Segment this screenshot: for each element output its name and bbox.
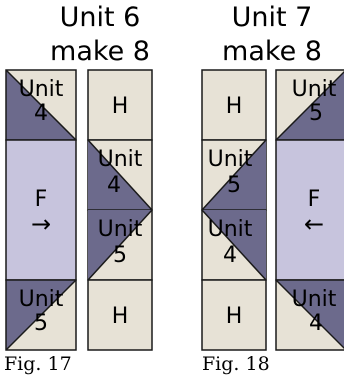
fig18-unit5-flying-geese: Unit 5 [201, 139, 267, 211]
fig17-h-top-letter: H [112, 94, 129, 119]
fig17-h-top-square: H [87, 69, 153, 141]
fig17-unit5-flying-geese: Unit 5 [87, 209, 153, 281]
fig18-lu-unit4-word: Unit [208, 217, 253, 242]
fig18-f-letter: F [308, 187, 321, 212]
fig17-ru-unit4-word: Unit [98, 147, 143, 172]
fig17-title-line2: make 8 [50, 36, 150, 67]
fig18-title-line1: Unit 7 [231, 2, 313, 33]
fig17-ru-unit5-word: Unit [98, 217, 143, 242]
fig18-unit4-word: Unit [292, 287, 337, 312]
fig18-f-rectangle: F ← [275, 139, 344, 281]
fig18-h-bottom-square: H [201, 279, 267, 351]
fig17-unit4-word: Unit [19, 77, 64, 102]
fig17-ru-unit4-number: 4 [107, 173, 121, 198]
fig18-h-top-square: H [201, 69, 267, 141]
fig17-unit5-number: 5 [34, 311, 48, 336]
fig17-unit4-number: 4 [34, 101, 48, 126]
fig17-f-letter: F [35, 187, 48, 212]
fig17-f-rectangle: F → [5, 139, 77, 281]
fig18-unit4-number: 4 [309, 311, 323, 336]
fig18-lu-unit5-number: 5 [227, 173, 241, 198]
figure-18: H Unit 5 Unit 4 H Unit [201, 69, 344, 351]
fig17-title-line1: Unit 6 [59, 2, 141, 33]
fig17-h-bottom-square: H [87, 279, 153, 351]
fig18-lu-unit5-word: Unit [208, 147, 253, 172]
figure-17: Unit 4 F → Unit 5 H Unit 4 [5, 69, 153, 351]
fig17-h-bottom-letter: H [112, 304, 129, 329]
fig18-unit5-block: Unit 5 [275, 69, 344, 141]
fig18-left-arrow-icon: ← [304, 210, 324, 238]
fig18-lu-unit4-number: 4 [223, 243, 237, 268]
fig17-ru-unit5-number: 5 [113, 243, 127, 268]
fig18-h-top-letter: H [226, 94, 243, 119]
fig17-caption: Fig. 17 [4, 353, 72, 375]
fig18-unit5-word: Unit [292, 77, 337, 102]
fig17-unit5-block: Unit 5 [5, 279, 77, 351]
fig17-right-arrow-icon: → [31, 210, 51, 238]
fig17-unit5-word: Unit [19, 287, 64, 312]
fig17-unit4-block: Unit 4 [5, 69, 77, 141]
fig18-caption: Fig. 18 [202, 353, 270, 375]
fig18-unit5-number: 5 [309, 101, 323, 126]
fig18-unit4-flying-geese: Unit 4 [201, 209, 267, 281]
fig17-unit4-flying-geese: Unit 4 [87, 139, 153, 211]
fig18-unit4-block: Unit 4 [275, 279, 344, 351]
fig18-title-line2: make 8 [222, 36, 322, 67]
fig18-h-bottom-letter: H [226, 304, 243, 329]
